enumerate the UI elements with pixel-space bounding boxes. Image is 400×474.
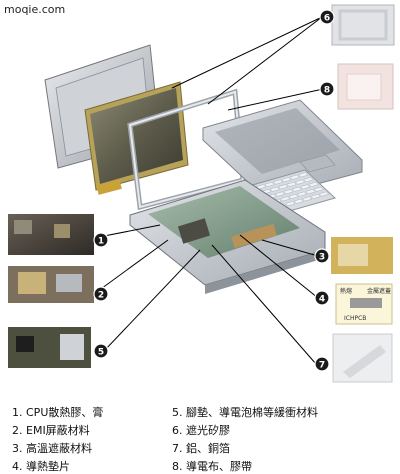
legend-item-1: 1. CPU散熱膠、膏 — [12, 406, 104, 419]
keyboard-key — [278, 184, 289, 190]
legend-item-2: 2. EMI屏蔽材料 — [12, 424, 90, 437]
keyboard-key — [310, 193, 321, 199]
callout-circle-5 — [93, 343, 109, 359]
callout-circle-4 — [314, 290, 330, 306]
keyboard-key — [296, 191, 308, 197]
keyboard-key — [285, 201, 296, 207]
watermark: moqie.com — [4, 3, 66, 16]
keyboard-key — [269, 186, 280, 192]
callout-number-8: 8 — [324, 86, 330, 96]
keyboard-key — [288, 193, 299, 199]
callout-circle-1 — [93, 232, 109, 248]
top-case-palmrest — [202, 99, 363, 199]
inset-label-3: ICHPCB — [344, 315, 366, 322]
legend-item-6: 6. 遮光矽膠 — [172, 424, 230, 437]
callout-circle-3 — [314, 248, 330, 264]
legend: 1. CPU散熱膠、膏 2. EMI屏蔽材料 3. 高溫遮蔽材料 4. 導熱墊片… — [0, 398, 400, 474]
keyboard-key — [308, 181, 319, 187]
legend-item-3: 3. 高溫遮蔽材料 — [12, 442, 92, 455]
callout-number-4: 4 — [319, 295, 325, 305]
keyboard-key — [302, 196, 313, 202]
inset-masking-tape-photo — [331, 237, 393, 274]
callout-circle-8 — [319, 81, 335, 97]
inset-cpu-photos — [8, 214, 94, 255]
inset-frame-photo — [331, 4, 395, 46]
keyboard-key — [274, 191, 286, 197]
keyboard-key — [305, 189, 316, 195]
legend-item-7: 7. 鋁、銅箔 — [172, 442, 230, 455]
callout-number-7: 7 — [319, 361, 325, 371]
leader-lines — [93, 16, 324, 365]
callout-circle-2 — [93, 286, 109, 302]
callout-number-6: 6 — [324, 14, 330, 24]
keyboard-key — [294, 179, 306, 185]
keyboard-key — [281, 177, 292, 183]
keyboard-key — [283, 189, 294, 195]
keyboard-key — [300, 184, 311, 190]
keyboard-key — [289, 174, 300, 180]
callout-number-1: 1 — [98, 237, 104, 247]
legend-item-5: 5. 腳墊、導電泡棉等緩衝材料 — [172, 406, 318, 419]
keyboard-key — [318, 191, 330, 197]
keyboard-key — [272, 179, 284, 185]
callout-circle-7 — [314, 356, 330, 372]
lcd-panel — [84, 81, 189, 195]
lcd-bezel — [127, 88, 246, 211]
inset-cushion-photos — [8, 327, 91, 368]
callout-markers: 1 2 3 4 5 6 7 8 — [93, 9, 335, 372]
inset-thermal-pad-photo: 熱熔 金屬遮蓋 ICHPCB — [335, 283, 393, 325]
keyboard-key — [280, 196, 291, 202]
keyboard-key — [293, 198, 304, 204]
inset-label-2: 金屬遮蓋 — [367, 287, 391, 295]
callout-number-3: 3 — [319, 253, 325, 263]
callout-number-2: 2 — [98, 291, 104, 301]
legend-item-4: 4. 導熱墊片 — [12, 460, 70, 473]
laptop-exploded-diagram: 熱熔 金屬遮蓋 ICHPCB 1 2 3 4 5 6 7 8 — [8, 4, 395, 383]
keyboard-key — [264, 181, 275, 187]
inset-emi-photos — [8, 266, 94, 303]
keyboard-key — [313, 186, 324, 192]
inset-foil-photo — [332, 333, 393, 383]
legend-item-8: 8. 導電布、膠帶 — [172, 460, 252, 473]
inset-label-1: 熱熔 — [340, 287, 352, 295]
callout-number-5: 5 — [98, 348, 104, 358]
keyboard-key — [298, 172, 309, 178]
keyboard-key — [291, 186, 302, 192]
keyboard-key — [286, 181, 297, 187]
keyboard-key — [303, 177, 314, 183]
inset-conductive-cloth-photo — [337, 63, 394, 110]
callout-circle-6 — [319, 9, 335, 25]
